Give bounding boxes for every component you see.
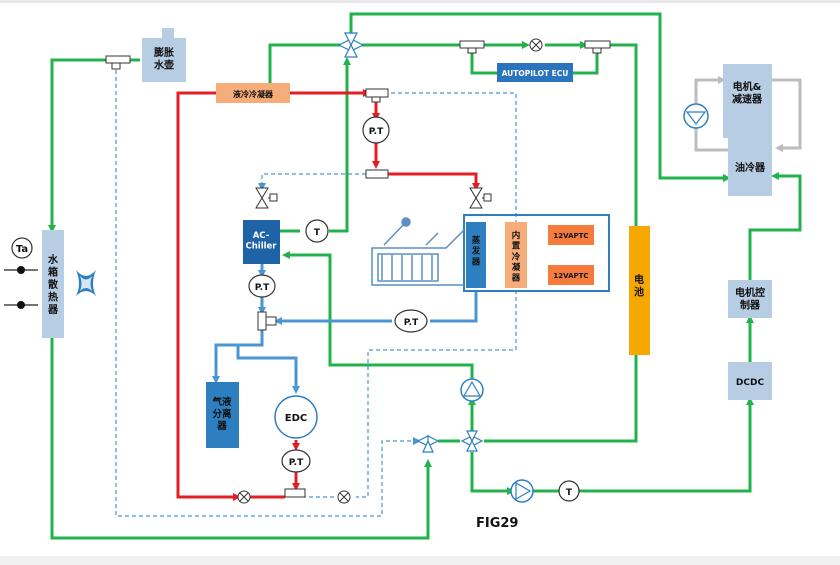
- oil-cooler: [728, 138, 772, 196]
- battery: [629, 226, 650, 355]
- ptc-heater-upper-label: 12VAPTC: [553, 232, 588, 240]
- pt-sensor-compressor-outlet: [281, 449, 311, 473]
- hvac-module-frame: [463, 214, 610, 292]
- autopilot-ecu: [497, 63, 573, 82]
- radiator-label: 水箱散热器: [47, 253, 59, 316]
- motor-reducer-label: 电机&减速器: [732, 80, 763, 106]
- t-sensor-chiller: [305, 219, 329, 243]
- pt-sensor-evaporator-outlet: [394, 309, 428, 333]
- coolant-loop-lines: [48, 12, 802, 540]
- radiator-fan-icon: [76, 270, 96, 296]
- t-sensors: [305, 219, 580, 502]
- oil-loop-lines: [694, 76, 802, 152]
- pt-sensor-condenser-outlet: [362, 116, 390, 144]
- water-cooled-condenser-label: 液冷冷凝器: [233, 89, 274, 99]
- ptc-heater-lower: [548, 265, 594, 285]
- gas-liquid-separator-label: 气液分离器: [211, 396, 232, 432]
- edc-compressor-icon: [274, 395, 318, 439]
- inner-condenser-label: 内置冷凝器: [511, 230, 521, 284]
- pt-label-2: P.T: [255, 283, 270, 293]
- water-cooled-condenser: [216, 83, 290, 103]
- expansion-tank: [142, 38, 186, 82]
- t-label-2: T: [566, 488, 573, 498]
- oil-cooler-label: 油冷器: [735, 161, 766, 174]
- ac-chiller-label: AC-Chiller: [246, 231, 278, 252]
- motor-controller: [728, 280, 772, 318]
- motor-reducer: [723, 64, 772, 138]
- motor-controller-label: 电机控制器: [735, 286, 765, 312]
- ptc-heater-upper: [548, 225, 594, 245]
- cold-refrigerant-lines: [212, 264, 478, 394]
- edc-label: EDC: [285, 413, 307, 424]
- evaporator: [466, 222, 486, 288]
- coolant-pump-lower-icon: [510, 479, 534, 503]
- ac-chiller: [243, 220, 280, 264]
- ptc-heater-lower-label: 12VAPTC: [553, 272, 588, 280]
- pt-sensor-chiller-outlet: [248, 274, 276, 298]
- figure-label: FIG29: [476, 516, 518, 531]
- coolant-pump-icon: [460, 378, 484, 402]
- ambient-temp-sensor: [4, 237, 38, 309]
- hot-refrigerant-lines: [176, 89, 480, 501]
- inner-condenser: [505, 222, 527, 288]
- radiator: [42, 230, 64, 338]
- autopilot-ecu-label: AUTOPILOT ECU: [502, 69, 569, 78]
- dcdc-label: DCDC: [736, 378, 765, 388]
- pt-label-1: P.T: [369, 127, 384, 137]
- evaporator-label: 蒸发器: [471, 235, 481, 267]
- pt-sensors: [248, 116, 428, 473]
- t-sensor-lower: [558, 480, 580, 502]
- tee-fittings: [105, 40, 611, 498]
- t-label-1: T: [314, 228, 321, 238]
- frame-top-edge: [0, 0, 840, 3]
- pt-label-4: P.T: [289, 458, 304, 468]
- expansion-tank-label: 膨胀水壶: [153, 46, 174, 72]
- hvac-air-duct-sketch: [371, 217, 465, 286]
- dcdc-converter: [728, 362, 772, 400]
- frame-bottom-edge: [0, 556, 840, 565]
- three-way-valves: [337, 32, 484, 453]
- oil-pump-icon: [683, 103, 709, 129]
- dashed-refrigerant-lines: [115, 70, 517, 517]
- ambient-temp-label: Ta: [16, 244, 28, 255]
- pt-label-3: P.T: [404, 318, 419, 328]
- shutoff-valves: [237, 38, 543, 504]
- gas-liquid-separator: [206, 382, 239, 448]
- expansion-tank-cap: [162, 28, 174, 38]
- expansion-valves: [255, 187, 492, 209]
- battery-label: 电池: [634, 273, 644, 299]
